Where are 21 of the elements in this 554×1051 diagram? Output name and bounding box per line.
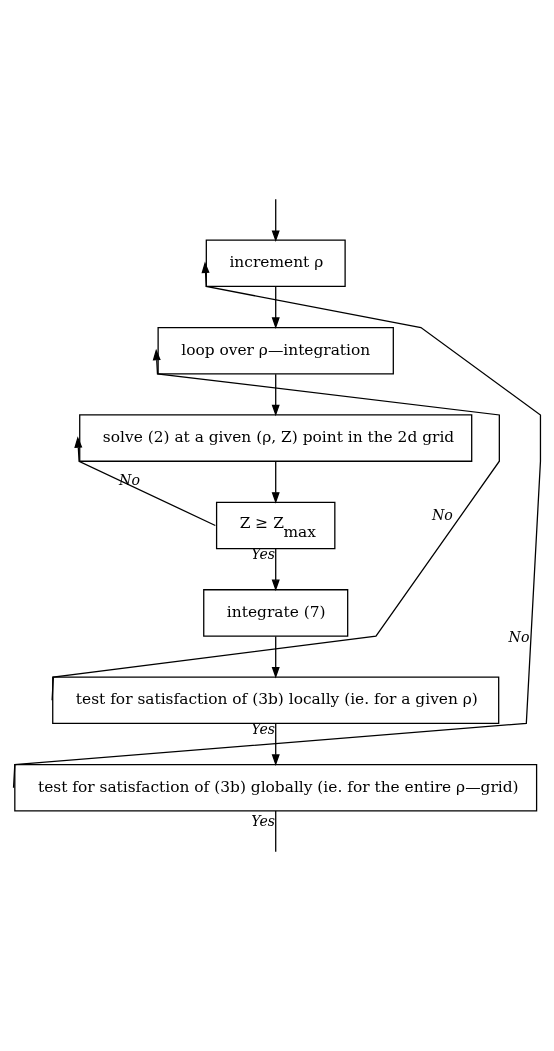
arrow <box>271 461 280 504</box>
edge-label: No <box>431 507 453 524</box>
edge-label: No <box>508 628 530 645</box>
arrow <box>12 261 542 789</box>
arrow <box>271 373 280 417</box>
arrow <box>271 286 280 329</box>
arrow <box>271 198 280 243</box>
node-box: loop over ρ—integration <box>157 326 394 375</box>
node-box: test for satisfaction of (3b) locally (ie. for a given ρ) <box>52 676 500 725</box>
edge-label: No <box>119 472 140 489</box>
node-box: test for satisfaction of (3b) globally (ie. for the entire ρ—grid) <box>14 763 538 812</box>
node-box: integrate (7) <box>203 589 349 637</box>
arrow <box>271 548 280 592</box>
node-box: increment ρ <box>205 239 346 288</box>
arrow <box>271 635 280 679</box>
connector <box>275 810 277 853</box>
arrow <box>271 723 280 766</box>
arrow <box>74 436 216 527</box>
arrow <box>51 348 500 701</box>
node-box: solve (2) at a given (ρ, Z) point in the 2d grid <box>79 414 473 462</box>
edge-label: Yes <box>251 813 276 830</box>
